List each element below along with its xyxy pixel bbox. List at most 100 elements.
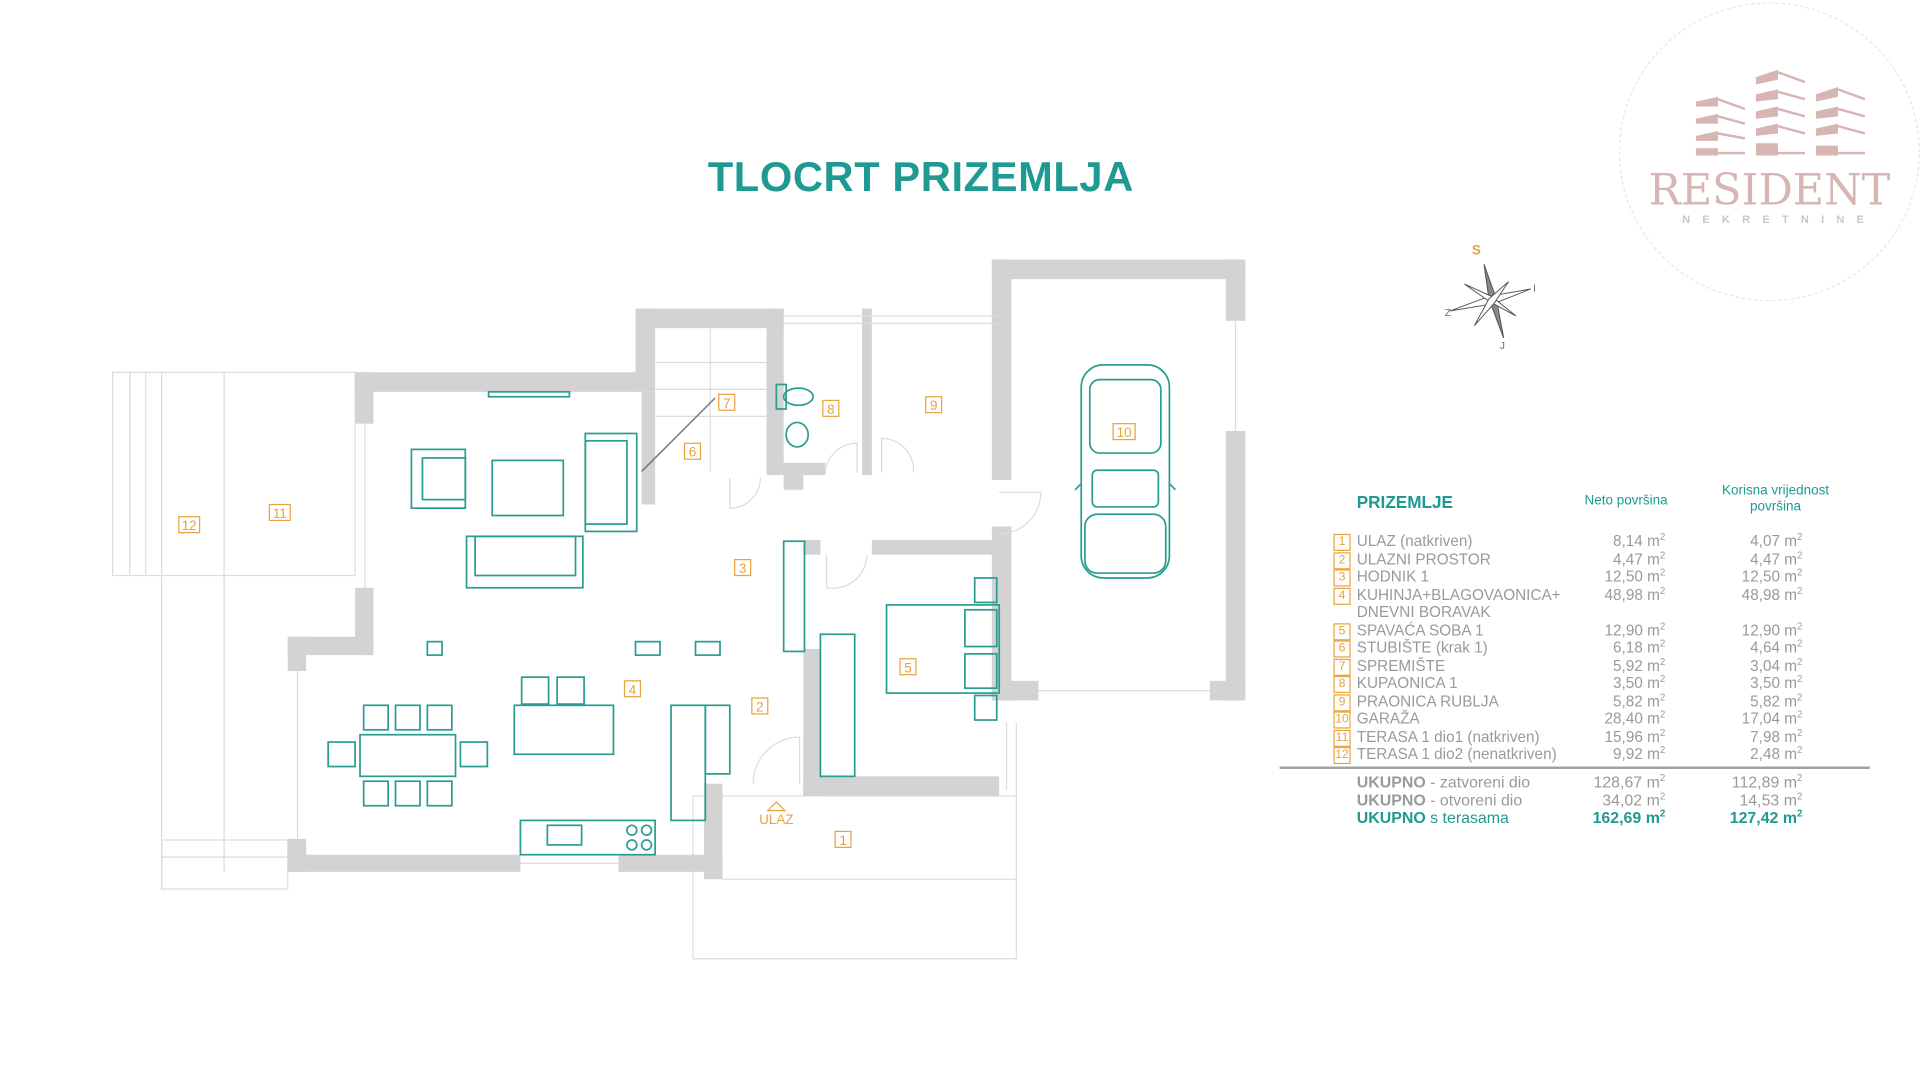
room-number-badge: 1 (1333, 533, 1351, 552)
net-area: 15,96 m2 (1604, 727, 1666, 746)
unit: m (1647, 692, 1660, 710)
total-net-area: 162,69 m2 (1593, 808, 1666, 827)
net-area-number: 9,92 (1613, 745, 1643, 763)
total-useful-area-number: 127,42 (1729, 808, 1779, 827)
room-marker: 5 (899, 658, 917, 676)
unit-exponent: 2 (1659, 620, 1666, 632)
unit-exponent: 2 (1659, 691, 1666, 703)
total-label-suffix: - zatvoreni dio (1425, 772, 1531, 792)
unit-exponent: 2 (1659, 772, 1666, 784)
unit-exponent: 2 (1659, 708, 1666, 721)
unit-exponent: 2 (1797, 655, 1803, 667)
net-area-number: 6,18 (1613, 639, 1643, 657)
room-marker: 12 (178, 516, 201, 534)
net-area: 3,50 m2 (1613, 674, 1665, 693)
useful-area-number: 17,04 (1741, 710, 1780, 728)
room-number-badge: 7 (1333, 658, 1351, 676)
total-net-area-number: 128,67 (1593, 772, 1643, 792)
unit-exponent: 2 (1797, 673, 1803, 685)
unit-exponent: 2 (1659, 566, 1666, 578)
net-area: 12,50 m2 (1605, 568, 1666, 586)
logo-sub-text: NEKRETNINE (1682, 213, 1877, 226)
unit: m (1784, 692, 1798, 710)
entry-marker: ULAZ (759, 801, 794, 827)
room-name: SPAVAĆA SOBA 1 (1356, 621, 1484, 639)
useful-area: 7,98 m2 (1750, 727, 1802, 746)
svg-text:12: 12 (182, 518, 197, 533)
room-marker: 11 (268, 503, 291, 522)
unit-exponent: 2 (1797, 531, 1803, 543)
unit: m (1783, 772, 1798, 792)
unit-exponent: 2 (1797, 620, 1803, 632)
total-label-bold: UKUPNO (1356, 772, 1426, 792)
net-area-number: 15,96 (1604, 727, 1643, 746)
unit: m (1784, 656, 1798, 675)
col-header-useful: Korisna vrijednost površina (1721, 483, 1830, 515)
compass-north-label: S (1471, 243, 1481, 259)
resident-logo: RESIDENT NEKRETNINE (1618, 2, 1920, 302)
room-number-badge: 3 (1333, 569, 1351, 587)
svg-text:5: 5 (904, 660, 911, 675)
unit: m (1784, 568, 1798, 586)
walls (287, 259, 1246, 880)
unit-exponent: 2 (1659, 808, 1666, 820)
room-name: PRAONICA RUBLJA (1356, 692, 1499, 710)
furniture (327, 383, 1001, 856)
room-marker: 7 (718, 393, 736, 411)
net-area: 8,14 m2 (1613, 531, 1666, 551)
net-area-number: 28,40 (1604, 710, 1643, 728)
useful-area-number: 4,07 (1750, 532, 1780, 550)
room-marker: 1 (834, 830, 852, 848)
unit: m (1647, 585, 1660, 604)
total-label-bold: UKUPNO (1356, 808, 1426, 827)
unit: m (1784, 674, 1798, 692)
room-number-badge: 8 (1333, 675, 1351, 694)
svg-text:7: 7 (723, 396, 730, 411)
svg-text:11: 11 (273, 506, 287, 521)
useful-area: 48,98 m2 (1741, 585, 1803, 604)
room-name: TERASA 1 dio2 (nenatkriven) (1356, 745, 1557, 763)
unit-exponent: 2 (1659, 531, 1666, 543)
compass-east-label: I (1533, 283, 1536, 294)
buildings-logo-icon (1695, 69, 1866, 156)
windows (296, 315, 1237, 864)
useful-area: 3,04 m2 (1750, 655, 1803, 675)
svg-text:9: 9 (930, 398, 937, 413)
useful-area: 4,07 m2 (1750, 531, 1803, 551)
unit: m (1784, 532, 1798, 550)
unit: m (1646, 772, 1660, 792)
useful-area-number: 5,82 (1750, 692, 1780, 710)
unit-exponent: 2 (1797, 790, 1803, 802)
unit-exponent: 2 (1659, 637, 1666, 649)
compass-west-label: Z (1445, 308, 1451, 319)
net-area: 28,40 m2 (1605, 710, 1666, 728)
svg-text:8: 8 (827, 402, 834, 417)
unit-exponent: 2 (1797, 772, 1803, 784)
total-label: UKUPNO - otvoreni dio (1357, 791, 1522, 810)
unit-exponent: 2 (1797, 744, 1803, 756)
net-area: 4,47 m2 (1613, 550, 1665, 568)
useful-area-number: 48,98 (1741, 585, 1780, 604)
net-area: 6,18 m2 (1613, 639, 1665, 657)
unit-exponent: 2 (1659, 744, 1666, 756)
total-useful-area-number: 112,89 (1731, 772, 1780, 792)
area-table: PRIZEMLJE Neto površina Korisna vrijedno… (1322, 483, 1885, 765)
total-useful-area: 112,89 m2 (1731, 772, 1803, 792)
unit: m (1647, 621, 1660, 639)
unit: m (1784, 585, 1798, 604)
svg-text:10: 10 (1117, 425, 1132, 440)
useful-area-number: 12,90 (1741, 621, 1780, 639)
unit: m (1784, 550, 1798, 568)
